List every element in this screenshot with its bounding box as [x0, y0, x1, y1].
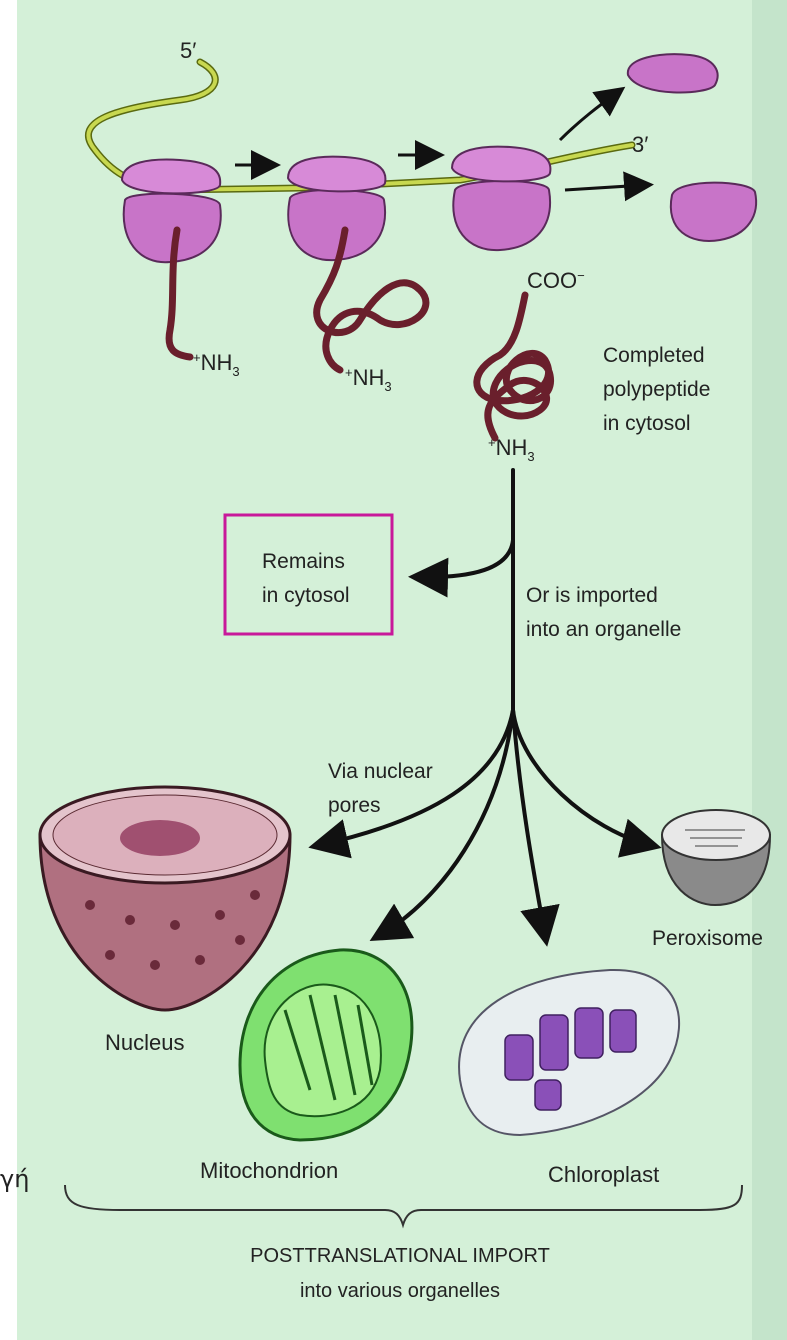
svg-text:into various organelles: into various organelles [300, 1280, 500, 1302]
svg-text:in cytosol: in cytosol [262, 584, 350, 607]
c-terminus-label: COO− [527, 268, 585, 293]
page-edge-shadow [752, 0, 787, 1340]
cropped-side-text: γή [0, 1165, 29, 1193]
mrna-5prime-label: 5′ [180, 38, 196, 63]
svg-text:Via nuclear: Via nuclear [328, 760, 433, 783]
chloroplast-label: Chloroplast [548, 1162, 659, 1187]
nucleus-label: Nucleus [105, 1030, 184, 1055]
ribosome-small-subunit-released [628, 54, 718, 92]
svg-text:POSTTRANSLATIONAL IMPORT: POSTTRANSLATIONAL IMPORT [250, 1245, 550, 1267]
svg-text:Completed: Completed [603, 344, 705, 367]
ribosome-3 [452, 147, 550, 251]
mitochondrion-label: Mitochondrion [200, 1158, 338, 1183]
svg-text:polypeptide: polypeptide [603, 378, 710, 401]
svg-text:Or is imported: Or is imported [526, 584, 658, 607]
svg-text:in cytosol: in cytosol [603, 412, 691, 435]
svg-text:COO−: COO− [527, 268, 585, 293]
svg-text:pores: pores [328, 794, 381, 817]
peroxisome-label: Peroxisome [652, 927, 763, 950]
mrna-3prime-label: 3′ [632, 132, 648, 157]
svg-text:into an organelle: into an organelle [526, 618, 681, 641]
svg-text:Remains: Remains [262, 550, 345, 573]
ribosome-2 [288, 157, 385, 261]
